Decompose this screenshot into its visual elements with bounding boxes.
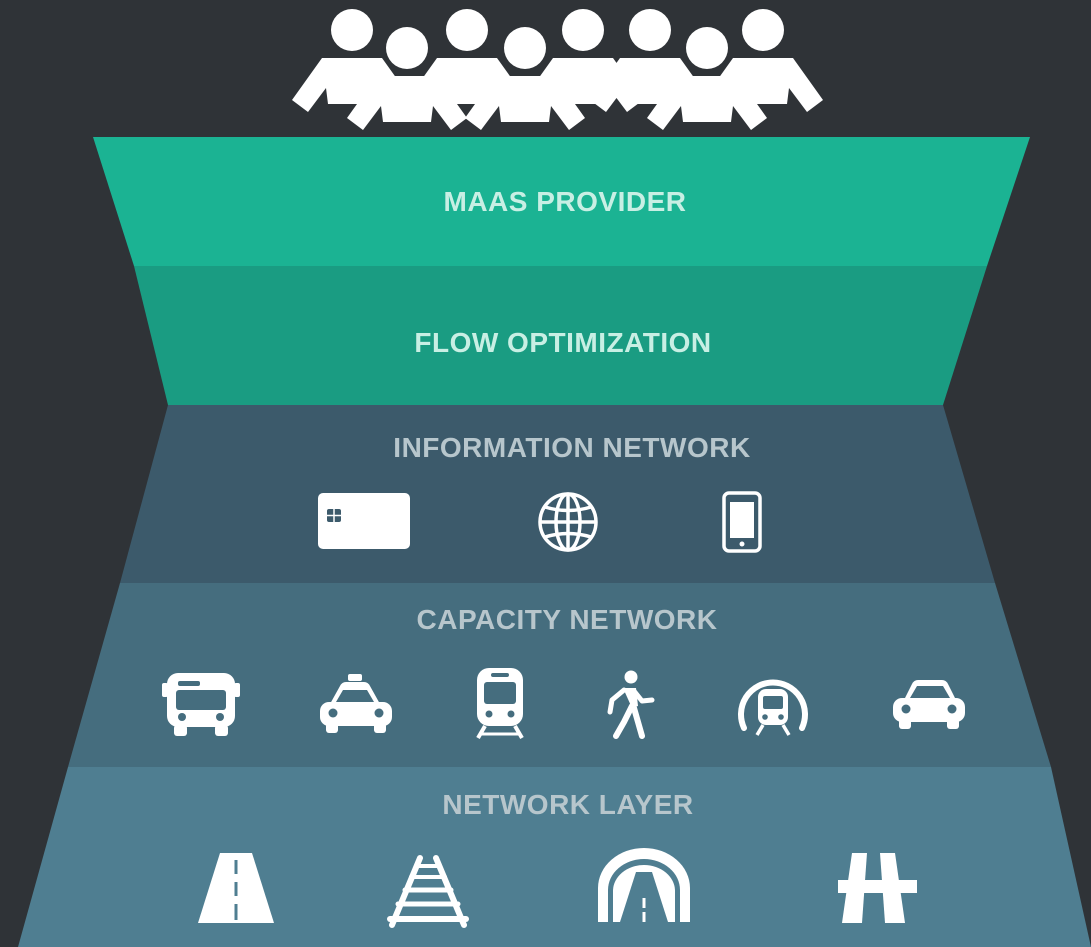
- highway-icon: [838, 853, 917, 923]
- tunnel-icon: [598, 848, 690, 922]
- railway-icon: [387, 855, 469, 928]
- layer-title-capacity-network: CAPACITY NETWORK: [417, 604, 718, 635]
- globe-icon: [538, 492, 598, 552]
- bus-icon: [162, 673, 240, 736]
- layer-title-information-network: INFORMATION NETWORK: [393, 432, 750, 463]
- pedestrian-icon: [607, 670, 655, 739]
- train-icon: [476, 668, 524, 740]
- smartphone-icon: [722, 491, 762, 553]
- road-icon: [198, 853, 274, 923]
- layer-title-flow-optimization: FLOW OPTIMIZATION: [414, 327, 711, 358]
- people-group-icon: [292, 9, 823, 130]
- band-flow-optimization: [134, 266, 987, 405]
- metro-icon: [738, 679, 808, 736]
- band-network-layer: [18, 767, 1091, 947]
- payment-card-icon: [318, 493, 410, 549]
- band-maas-provider: [93, 137, 1030, 266]
- layer-title-network-layer: NETWORK LAYER: [442, 789, 693, 820]
- car-icon: [893, 680, 965, 729]
- layer-title-maas-provider: MAAS PROVIDER: [444, 186, 687, 217]
- taxi-icon: [320, 674, 392, 733]
